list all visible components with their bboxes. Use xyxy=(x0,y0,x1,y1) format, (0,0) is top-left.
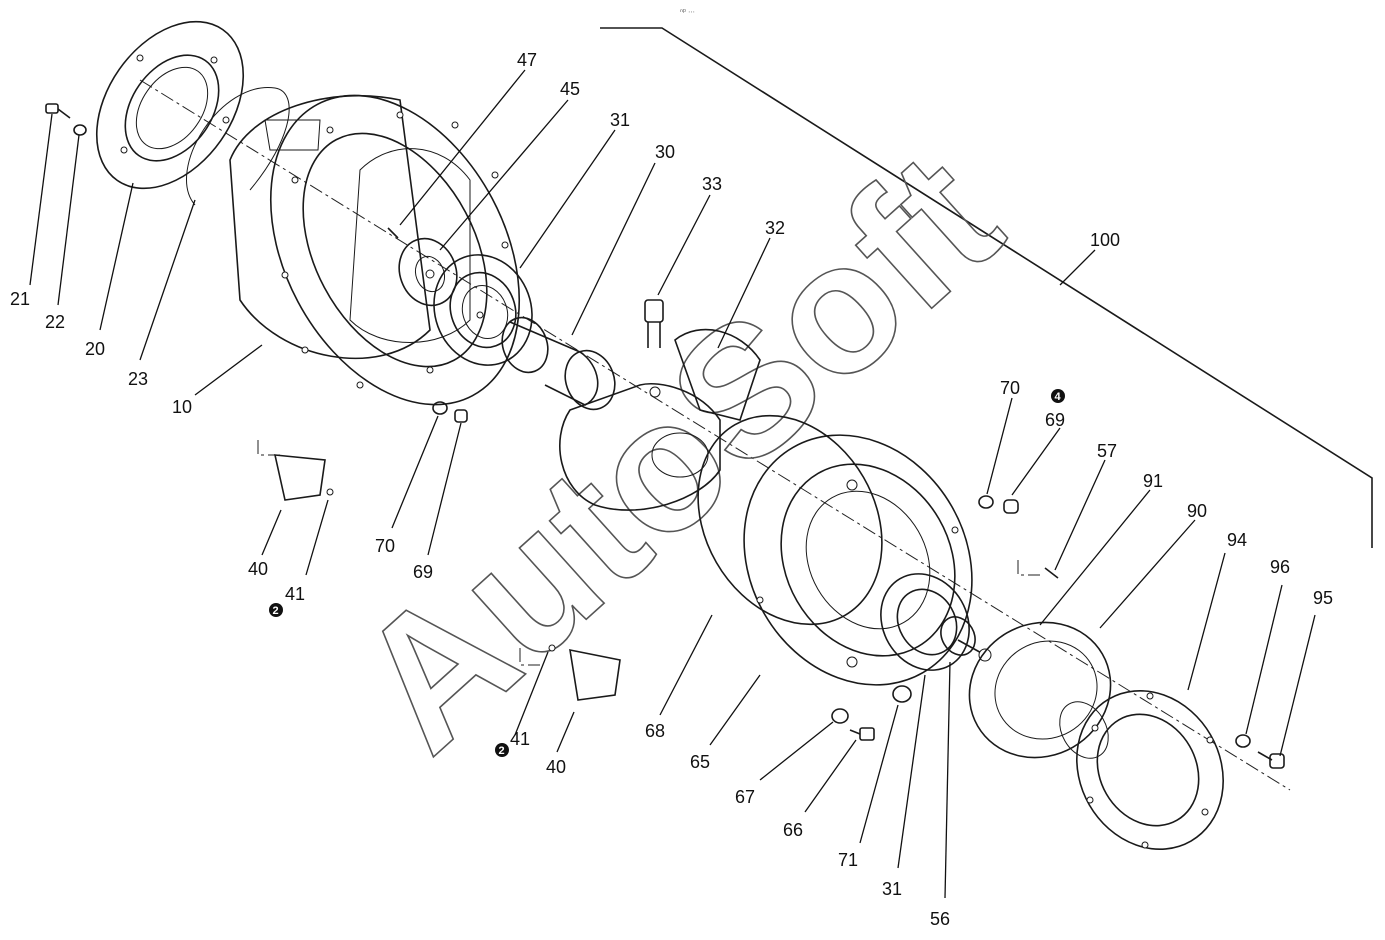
pin-57 xyxy=(1044,567,1059,579)
flange-94 xyxy=(1076,690,1224,850)
plate-40-lower xyxy=(569,648,621,701)
callout-71: 71 xyxy=(838,850,858,870)
callout-68: 68 xyxy=(645,721,665,741)
note-badge-41-lower: 2 xyxy=(495,743,509,757)
callout-57: 57 xyxy=(1097,441,1117,461)
callout-31-lower: 31 xyxy=(882,879,902,899)
callout-56: 56 xyxy=(930,909,950,929)
callout-32: 32 xyxy=(765,218,785,238)
callout-65: 65 xyxy=(690,752,710,772)
callout-30: 30 xyxy=(655,142,675,162)
header-note: ⁿᵖ ∙∙∙ xyxy=(680,7,695,16)
bearing-31-left xyxy=(433,254,533,366)
carrier-32 xyxy=(559,328,761,511)
rivet-41-upper xyxy=(326,488,334,496)
callout-45: 45 xyxy=(560,79,580,99)
callout-94: 94 xyxy=(1227,530,1247,550)
seal-68 xyxy=(697,414,883,626)
plate-40-upper xyxy=(273,454,326,501)
assembly-bracket xyxy=(600,27,1373,548)
callout-23: 23 xyxy=(128,369,148,389)
washer-70-right xyxy=(978,495,994,509)
callout-90: 90 xyxy=(1187,501,1207,521)
callout-21: 21 xyxy=(10,289,30,309)
callout-41-lower: 41 xyxy=(510,729,530,749)
leader-lines xyxy=(29,69,1316,899)
callout-47: 47 xyxy=(517,50,537,70)
callout-40-upper: 40 xyxy=(248,559,268,579)
main-housing xyxy=(229,94,521,406)
hub-45 xyxy=(398,237,458,307)
callout-41-upper: 41 xyxy=(285,584,305,604)
callout-31-upper: 31 xyxy=(610,110,630,130)
end-cover-flange xyxy=(95,20,245,190)
cover-65 xyxy=(743,434,973,686)
callout-70-right: 70 xyxy=(1000,378,1020,398)
hub-90 xyxy=(968,621,1112,759)
callout-69-left: 69 xyxy=(413,562,433,582)
svg-text:2: 2 xyxy=(499,745,505,757)
nut-71 xyxy=(892,685,912,703)
callout-91: 91 xyxy=(1143,471,1163,491)
callout-95: 95 xyxy=(1313,588,1333,608)
watermark: AutoSoft xyxy=(319,114,1037,790)
note-badge-69: 4 xyxy=(1051,389,1065,403)
svg-text:2: 2 xyxy=(273,605,279,617)
gasket-ring xyxy=(186,87,290,206)
cap-screw-33 xyxy=(644,299,664,348)
note-badge-41-upper: 2 xyxy=(269,603,283,617)
washer-70-left xyxy=(432,401,448,415)
screw-47 xyxy=(387,227,399,239)
callout-labels: 21 22 20 23 10 47 45 31 30 33 32 100 70 … xyxy=(10,50,1333,929)
callout-20: 20 xyxy=(85,339,105,359)
callout-22: 22 xyxy=(45,312,65,332)
svg-text:4: 4 xyxy=(1055,391,1062,403)
bolt-95 xyxy=(1257,751,1285,769)
bolt-21 xyxy=(45,103,71,119)
center-axis xyxy=(139,79,1291,791)
washer-67 xyxy=(831,708,849,724)
callout-100: 100 xyxy=(1090,230,1120,250)
rivet-41-lower xyxy=(548,644,556,652)
plug-69-right xyxy=(1003,499,1019,514)
callout-10: 10 xyxy=(172,397,192,417)
washer-22 xyxy=(73,124,87,136)
callout-67: 67 xyxy=(735,787,755,807)
bolt-66 xyxy=(849,727,875,741)
callout-40-lower: 40 xyxy=(546,757,566,777)
callout-33: 33 xyxy=(702,174,722,194)
stub-shaft-56 xyxy=(940,616,992,662)
callout-70-left: 70 xyxy=(375,536,395,556)
plug-69-left xyxy=(454,409,468,423)
callout-66: 66 xyxy=(783,820,803,840)
callout-69-right: 69 xyxy=(1045,410,1065,430)
callout-96: 96 xyxy=(1270,557,1290,577)
washer-96 xyxy=(1235,734,1251,748)
